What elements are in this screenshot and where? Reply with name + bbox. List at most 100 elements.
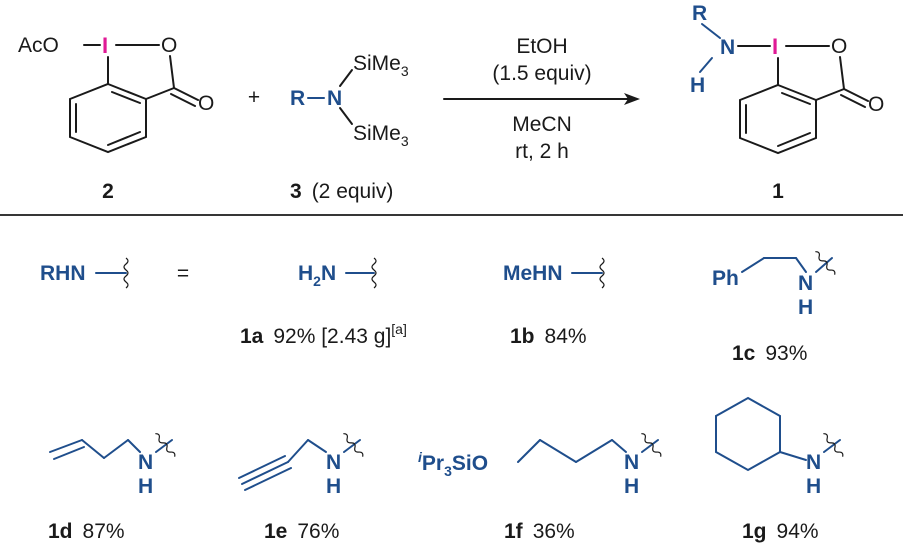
product-iodine: I [772, 34, 778, 59]
ch2-n-bond-2 [795, 257, 807, 273]
n-si-top-bond [339, 69, 353, 87]
compound-label-2: 2 [102, 180, 114, 203]
ph-ch2-bond [741, 257, 765, 273]
n-atom: N [806, 451, 821, 474]
product-n: N [720, 36, 735, 59]
ch2-ch2-bond [539, 439, 577, 463]
condition-etoh-equiv: (1.5 equiv) [492, 62, 591, 85]
arrow-head [624, 93, 640, 105]
o-ch2-bond [517, 439, 541, 463]
wavy-bond [371, 257, 377, 289]
ch2-ch2-bond-2 [575, 439, 613, 463]
rhn-label: RHN [40, 262, 86, 285]
carbonyl-bond-2 [840, 94, 866, 108]
n-wavy-bond [343, 439, 361, 453]
o-c-bond [169, 55, 175, 89]
product-h: H [690, 74, 705, 97]
compound-label-3: 3(2 equiv) [290, 180, 393, 203]
vinyl-bond-2 [53, 446, 85, 460]
carbonyl-oxygen: O [198, 92, 214, 115]
allyl-c-bond [81, 439, 105, 459]
wavy-bond [123, 257, 129, 289]
benzene-double-3 [111, 91, 141, 104]
aco-text: AcO [18, 34, 59, 57]
product-carbonyl-oxygen: O [868, 93, 884, 116]
equals-sign: = [177, 262, 189, 285]
condition-solvent: MeCN [512, 113, 572, 136]
n-atom: N [327, 87, 342, 110]
h-atom: H [138, 475, 153, 498]
n-si-bottom-bond [339, 107, 353, 125]
h2n-fragment: H2N [298, 262, 336, 289]
propargyl-ch2-bond [287, 439, 309, 463]
benzene-double-3 [781, 92, 811, 105]
wavy-bond [823, 433, 844, 457]
mehn-fragment: MeHN [503, 262, 563, 285]
c-aryl-bond [815, 88, 845, 101]
benzene-ring [69, 82, 147, 154]
wavy-bond [815, 251, 836, 275]
allyl-ch2-bond [103, 439, 129, 459]
c-aryl-bond [145, 87, 175, 100]
product-benzene-ring [739, 83, 817, 155]
ch2-n-bond [307, 439, 327, 453]
alkyne-bond-3 [244, 467, 292, 491]
n-wavy-bond [641, 439, 659, 453]
benzene-double-2 [777, 132, 811, 147]
product-1-structure: R N H I O O 1 [690, 2, 884, 203]
plus-sign: + [248, 86, 260, 109]
wavy-bond [641, 433, 662, 457]
cyclohexane-ring [715, 396, 781, 472]
condition-etoh: EtOH [516, 35, 567, 58]
o-c-bond [839, 56, 845, 90]
ring-n-bond [779, 451, 807, 461]
ph-group: Ph [712, 267, 739, 290]
carbonyl-bond-2 [170, 93, 196, 107]
wavy-bond [343, 433, 364, 457]
condition-temp-time: rt, 2 h [515, 140, 569, 163]
compound-label-1: 1 [772, 180, 784, 203]
iodine-atom: I [102, 33, 108, 58]
rhn-definition: RHN = [40, 257, 189, 289]
sime3-top: SiMe3 [353, 52, 409, 79]
carbonyl-bond-1 [173, 87, 199, 101]
alkyne-bond-2 [238, 455, 286, 479]
h-atom: H [624, 475, 639, 498]
alkyne-bond-1 [241, 461, 289, 485]
carbonyl-bond-1 [843, 88, 869, 102]
wavy-bond [155, 433, 176, 457]
ring-oxygen: O [161, 34, 177, 57]
sime3-bottom: SiMe3 [353, 122, 409, 149]
vinyl-bond-1 [49, 439, 83, 453]
n-wavy-bond [815, 257, 833, 273]
n-atom: N [138, 451, 153, 474]
benzene-double-2 [107, 131, 141, 146]
product-r: R [692, 2, 707, 25]
ch2-n-bond [611, 439, 627, 453]
reaction-arrow: EtOH (1.5 equiv) MeCN rt, 2 h [443, 35, 640, 163]
ch2-n-bond [127, 439, 141, 453]
r-group: R [290, 87, 305, 110]
wavy-bond [599, 257, 605, 289]
reagent-3-structure: R N SiMe3 SiMe3 3(2 equiv) [290, 52, 409, 203]
n-wavy-bond [155, 439, 173, 453]
n-atom: N [326, 451, 341, 474]
r-n-bond [701, 23, 721, 39]
n-wavy-bond [823, 439, 841, 453]
n-atom: N [798, 272, 813, 295]
tipso-group: iPr3SiO [418, 449, 488, 479]
